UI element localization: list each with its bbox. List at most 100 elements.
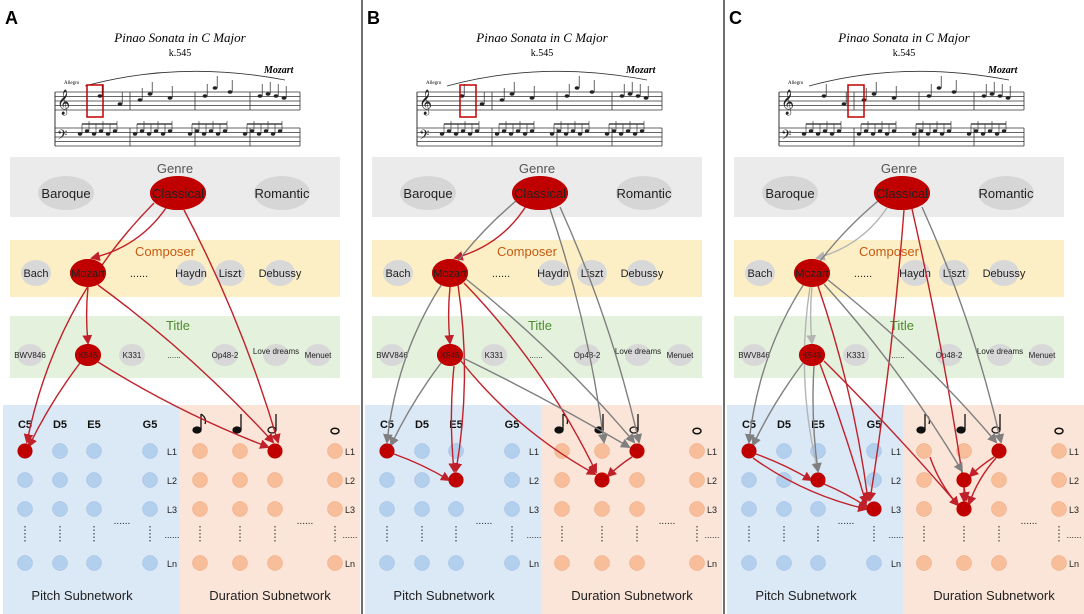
composer-label-bach: Bach	[385, 268, 410, 280]
score-subtitle: k.545	[169, 48, 192, 59]
note-head	[570, 129, 576, 133]
composer-label-bach: Bach	[23, 268, 48, 280]
duration-node	[232, 472, 248, 488]
note-head	[202, 94, 208, 98]
duration-layer-label: Ln	[707, 559, 717, 569]
duration-node	[554, 443, 570, 459]
title-node-k545	[799, 344, 825, 366]
note-head	[877, 129, 883, 133]
note-head	[589, 90, 595, 94]
bass-clef-icon: 𝄢	[781, 129, 791, 146]
pitch-node	[504, 555, 520, 571]
note-head	[973, 129, 979, 133]
title-band	[372, 316, 702, 378]
pitch-node	[504, 443, 520, 459]
duration-node	[594, 443, 610, 459]
composer-label-haydn: Haydn	[899, 268, 931, 280]
pitch-column-g5: G5	[505, 419, 520, 431]
duration-node	[1051, 501, 1067, 517]
quarter-note-icon	[956, 426, 966, 434]
duration-node	[554, 501, 570, 517]
note-head	[639, 129, 645, 133]
genre-node-baroque	[762, 176, 818, 210]
eighth-note-icon-flag	[200, 413, 207, 425]
note-head	[257, 94, 263, 98]
note-head	[871, 92, 877, 96]
edges-panel-a	[23, 202, 281, 449]
pitch-layer-label: Ln	[167, 559, 177, 569]
pitch-layer-label: L1	[167, 447, 177, 457]
composer-label-liszt: Liszt	[219, 268, 242, 280]
duration-node	[689, 501, 705, 517]
composer-label-mozart: Mozart	[433, 268, 467, 280]
edge-arrow	[462, 357, 631, 448]
active-subnetwork-node	[379, 443, 395, 459]
note-head	[584, 129, 590, 133]
pitch-layer-label: L1	[529, 447, 539, 457]
duration-layer-label: ......	[704, 530, 719, 540]
duration-subnetwork-label: Duration Subnetwork	[209, 588, 331, 603]
edge-arrow	[28, 362, 81, 448]
composer-label-debussy: Debussy	[983, 268, 1026, 280]
pitch-column-e5: E5	[811, 419, 824, 431]
pitch-node	[52, 472, 68, 488]
pitch-layer-label: L3	[167, 505, 177, 515]
note-head	[167, 96, 173, 100]
title-node-menuet	[1029, 344, 1055, 366]
duration-node	[956, 555, 972, 571]
edge-arrow	[90, 204, 169, 261]
pitch-node	[741, 555, 757, 571]
genre-label-baroque: Baroque	[765, 186, 814, 201]
pitch-node	[776, 443, 792, 459]
duration-layer-label: L2	[345, 476, 355, 486]
pitch-node	[741, 472, 757, 488]
note-head	[604, 132, 610, 136]
note-head	[932, 129, 938, 133]
edge-arrow	[448, 365, 459, 473]
pitch-column-d5: D5	[53, 419, 67, 431]
pitch-node	[448, 501, 464, 517]
title-node-k331	[843, 344, 869, 366]
genre-node-baroque	[400, 176, 456, 210]
active-subnetwork-node	[956, 472, 972, 488]
note-head	[611, 129, 617, 133]
note-head	[467, 132, 473, 136]
pitch-node	[86, 501, 102, 517]
edge-arrow	[823, 283, 964, 473]
panel-letter: A	[5, 8, 18, 28]
note-head	[439, 132, 445, 136]
edge-arrow	[806, 286, 817, 345]
note-head	[829, 132, 835, 136]
note-head	[619, 94, 625, 98]
note-head	[815, 132, 821, 136]
pitch-layer-label: L1	[891, 447, 901, 457]
title-node-op48	[574, 344, 600, 366]
duration-layer-label: L1	[707, 447, 717, 457]
genre-node-classical	[512, 176, 568, 210]
pitch-layer-label: Ln	[529, 559, 539, 569]
composer-node-mozart	[432, 259, 468, 287]
note-head	[137, 98, 143, 102]
pitch-column-c5: C5	[742, 419, 756, 431]
whole-note-icon	[1054, 427, 1064, 435]
composer-header: Composer	[859, 244, 920, 259]
note-head	[208, 129, 214, 133]
note-head	[801, 132, 807, 136]
note-head	[499, 98, 505, 102]
pitch-node	[776, 555, 792, 571]
duration-node	[232, 443, 248, 459]
duration-node	[956, 443, 972, 459]
edge-arrow	[823, 483, 869, 509]
note-head	[273, 94, 279, 98]
note-head	[160, 132, 166, 136]
note-head	[870, 132, 876, 136]
duration-layer-label: L3	[1069, 505, 1079, 515]
title-label-love: Love dreams	[253, 347, 299, 356]
title-header: Title	[890, 318, 914, 333]
edge-arrow	[23, 202, 155, 444]
title-label-menuet: Menuet	[305, 351, 332, 360]
genre-node-romantic	[978, 176, 1034, 210]
duration-node	[192, 555, 208, 571]
active-subnetwork-node	[991, 443, 1007, 459]
